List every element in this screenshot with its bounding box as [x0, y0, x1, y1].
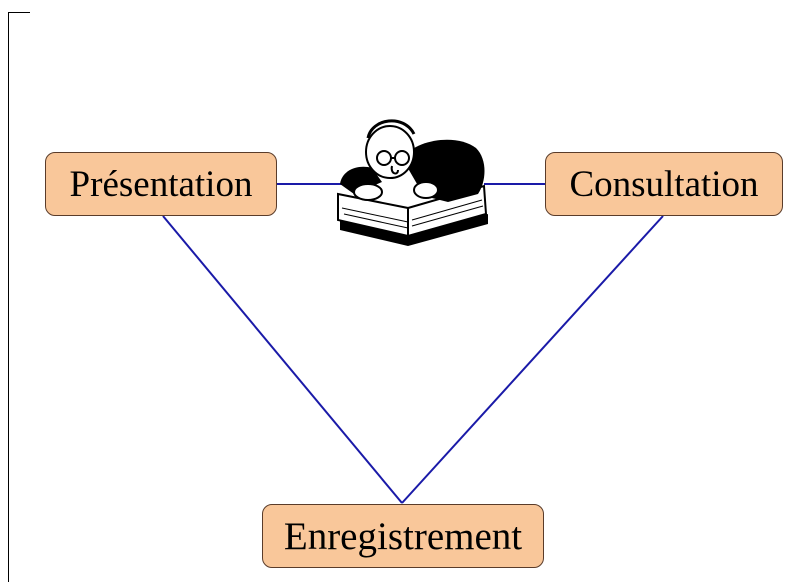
node-consultation: Consultation [545, 152, 783, 216]
edge-consultation-enregistrement [401, 215, 664, 504]
node-enregistrement-label: Enregistrement [283, 514, 523, 558]
node-consultation-label: Consultation [569, 163, 759, 205]
node-presentation-label: Présentation [69, 163, 253, 205]
edge-presentation-enregistrement [162, 215, 403, 504]
frame-border [8, 12, 30, 582]
node-enregistrement: Enregistrement [262, 504, 544, 568]
node-presentation: Présentation [45, 152, 277, 216]
person-reading-book-icon [328, 108, 496, 246]
